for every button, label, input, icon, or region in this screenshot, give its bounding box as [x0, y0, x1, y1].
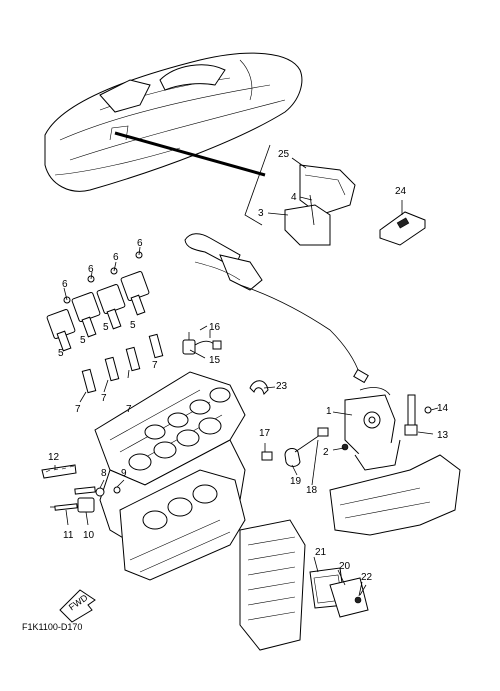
part-20-22 [309, 567, 369, 618]
label-15: 15 [209, 355, 221, 366]
label-5b: 5 [80, 335, 86, 346]
label-17: 17 [259, 428, 271, 439]
label-14: 14 [437, 403, 449, 414]
label-10: 10 [83, 530, 95, 541]
leader-lines [54, 157, 434, 597]
label-21: 21 [315, 547, 327, 558]
part-1-2 [341, 387, 401, 471]
fwd-arrow: FWD [59, 589, 96, 623]
handle-cable [184, 233, 369, 384]
label-12: 12 [48, 452, 60, 463]
diagram-code: F1K1100-D170 [22, 622, 82, 632]
label-8: 8 [101, 468, 107, 479]
label-19: 19 [290, 476, 302, 487]
part-24 [379, 211, 426, 246]
label-6d: 6 [137, 238, 143, 249]
part-25 [284, 164, 356, 246]
sensor-15-16 [182, 325, 222, 355]
label-7c: 7 [126, 404, 132, 415]
ignition-coils [46, 246, 150, 352]
spark-plugs [79, 333, 164, 403]
part-17-19 [261, 427, 329, 467]
label-24: 24 [395, 186, 407, 197]
label-20: 20 [339, 561, 351, 572]
watercraft-illustration [44, 52, 303, 192]
label-2: 2 [323, 447, 329, 458]
label-3: 3 [258, 208, 264, 219]
exhaust-manifold [329, 454, 461, 536]
label-23: 23 [276, 381, 288, 392]
label-4: 4 [291, 192, 297, 203]
label-13: 13 [437, 430, 449, 441]
label-11: 11 [63, 530, 74, 541]
label-6a: 6 [62, 279, 68, 290]
callout-labels: 1 2 3 4 5 5 5 5 6 6 6 6 7 7 7 7 8 9 10 1… [48, 149, 449, 583]
label-5c: 5 [103, 322, 109, 333]
engine-block [94, 371, 246, 581]
label-18: 18 [306, 485, 318, 496]
label-16: 16 [209, 322, 221, 333]
lower-block [239, 519, 306, 651]
label-7a: 7 [75, 404, 81, 415]
part-13-14 [404, 394, 439, 436]
part-23 [249, 380, 269, 395]
label-9: 9 [121, 468, 127, 479]
label-25: 25 [278, 149, 290, 160]
label-1: 1 [326, 406, 332, 417]
label-7d: 7 [152, 360, 158, 371]
label-7b: 7 [101, 393, 107, 404]
label-5d: 5 [130, 320, 136, 331]
label-5a: 5 [58, 348, 64, 359]
label-22: 22 [361, 572, 373, 583]
label-6c: 6 [113, 252, 119, 263]
label-6b: 6 [88, 264, 94, 275]
